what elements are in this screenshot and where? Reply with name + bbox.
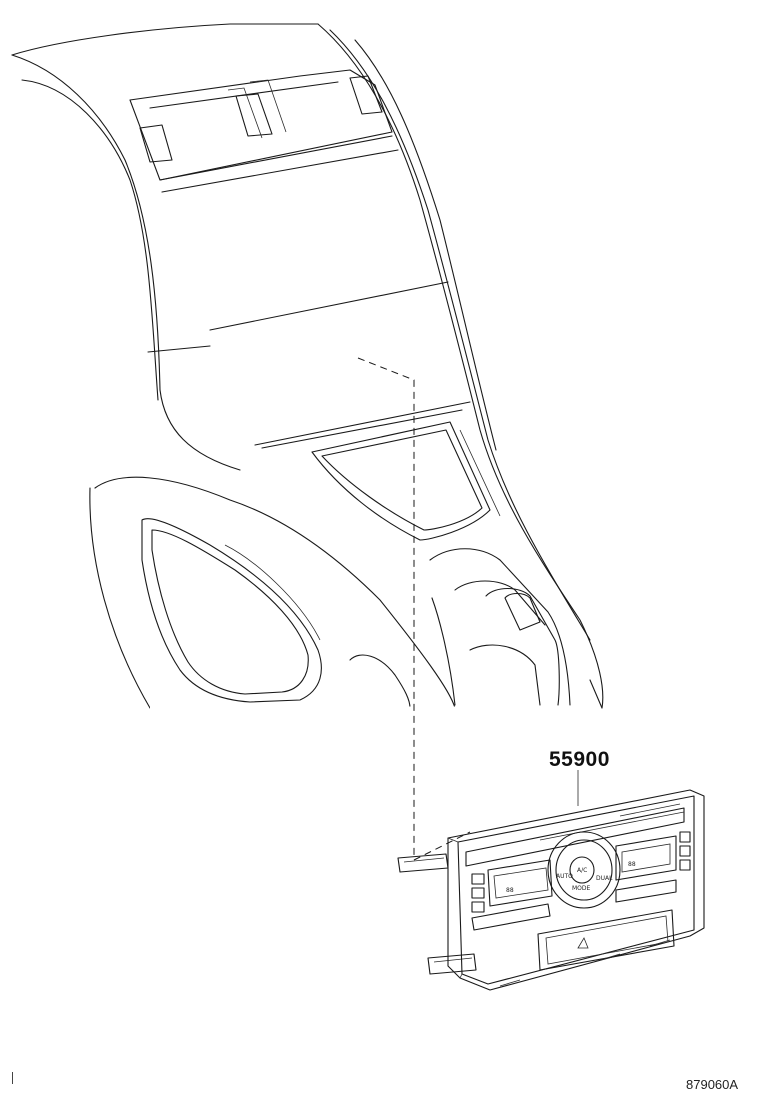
- climate-control-panel: 88 A/C AUTO DUAL MODE 88: [397, 789, 705, 991]
- svg-text:MODE: MODE: [572, 885, 591, 892]
- svg-text:AUTO: AUTO: [556, 873, 573, 880]
- part-number-label: 55900: [549, 748, 610, 771]
- svg-text:88: 88: [628, 861, 636, 868]
- svg-text:A/C: A/C: [577, 867, 587, 874]
- svg-text:88: 88: [506, 887, 514, 894]
- center-console-outline: [11, 23, 604, 710]
- edge-mark: [12, 1072, 13, 1084]
- leader-line: [357, 357, 579, 861]
- svg-text:DUAL: DUAL: [596, 875, 613, 882]
- illustration-code: 879060A: [686, 1077, 739, 1092]
